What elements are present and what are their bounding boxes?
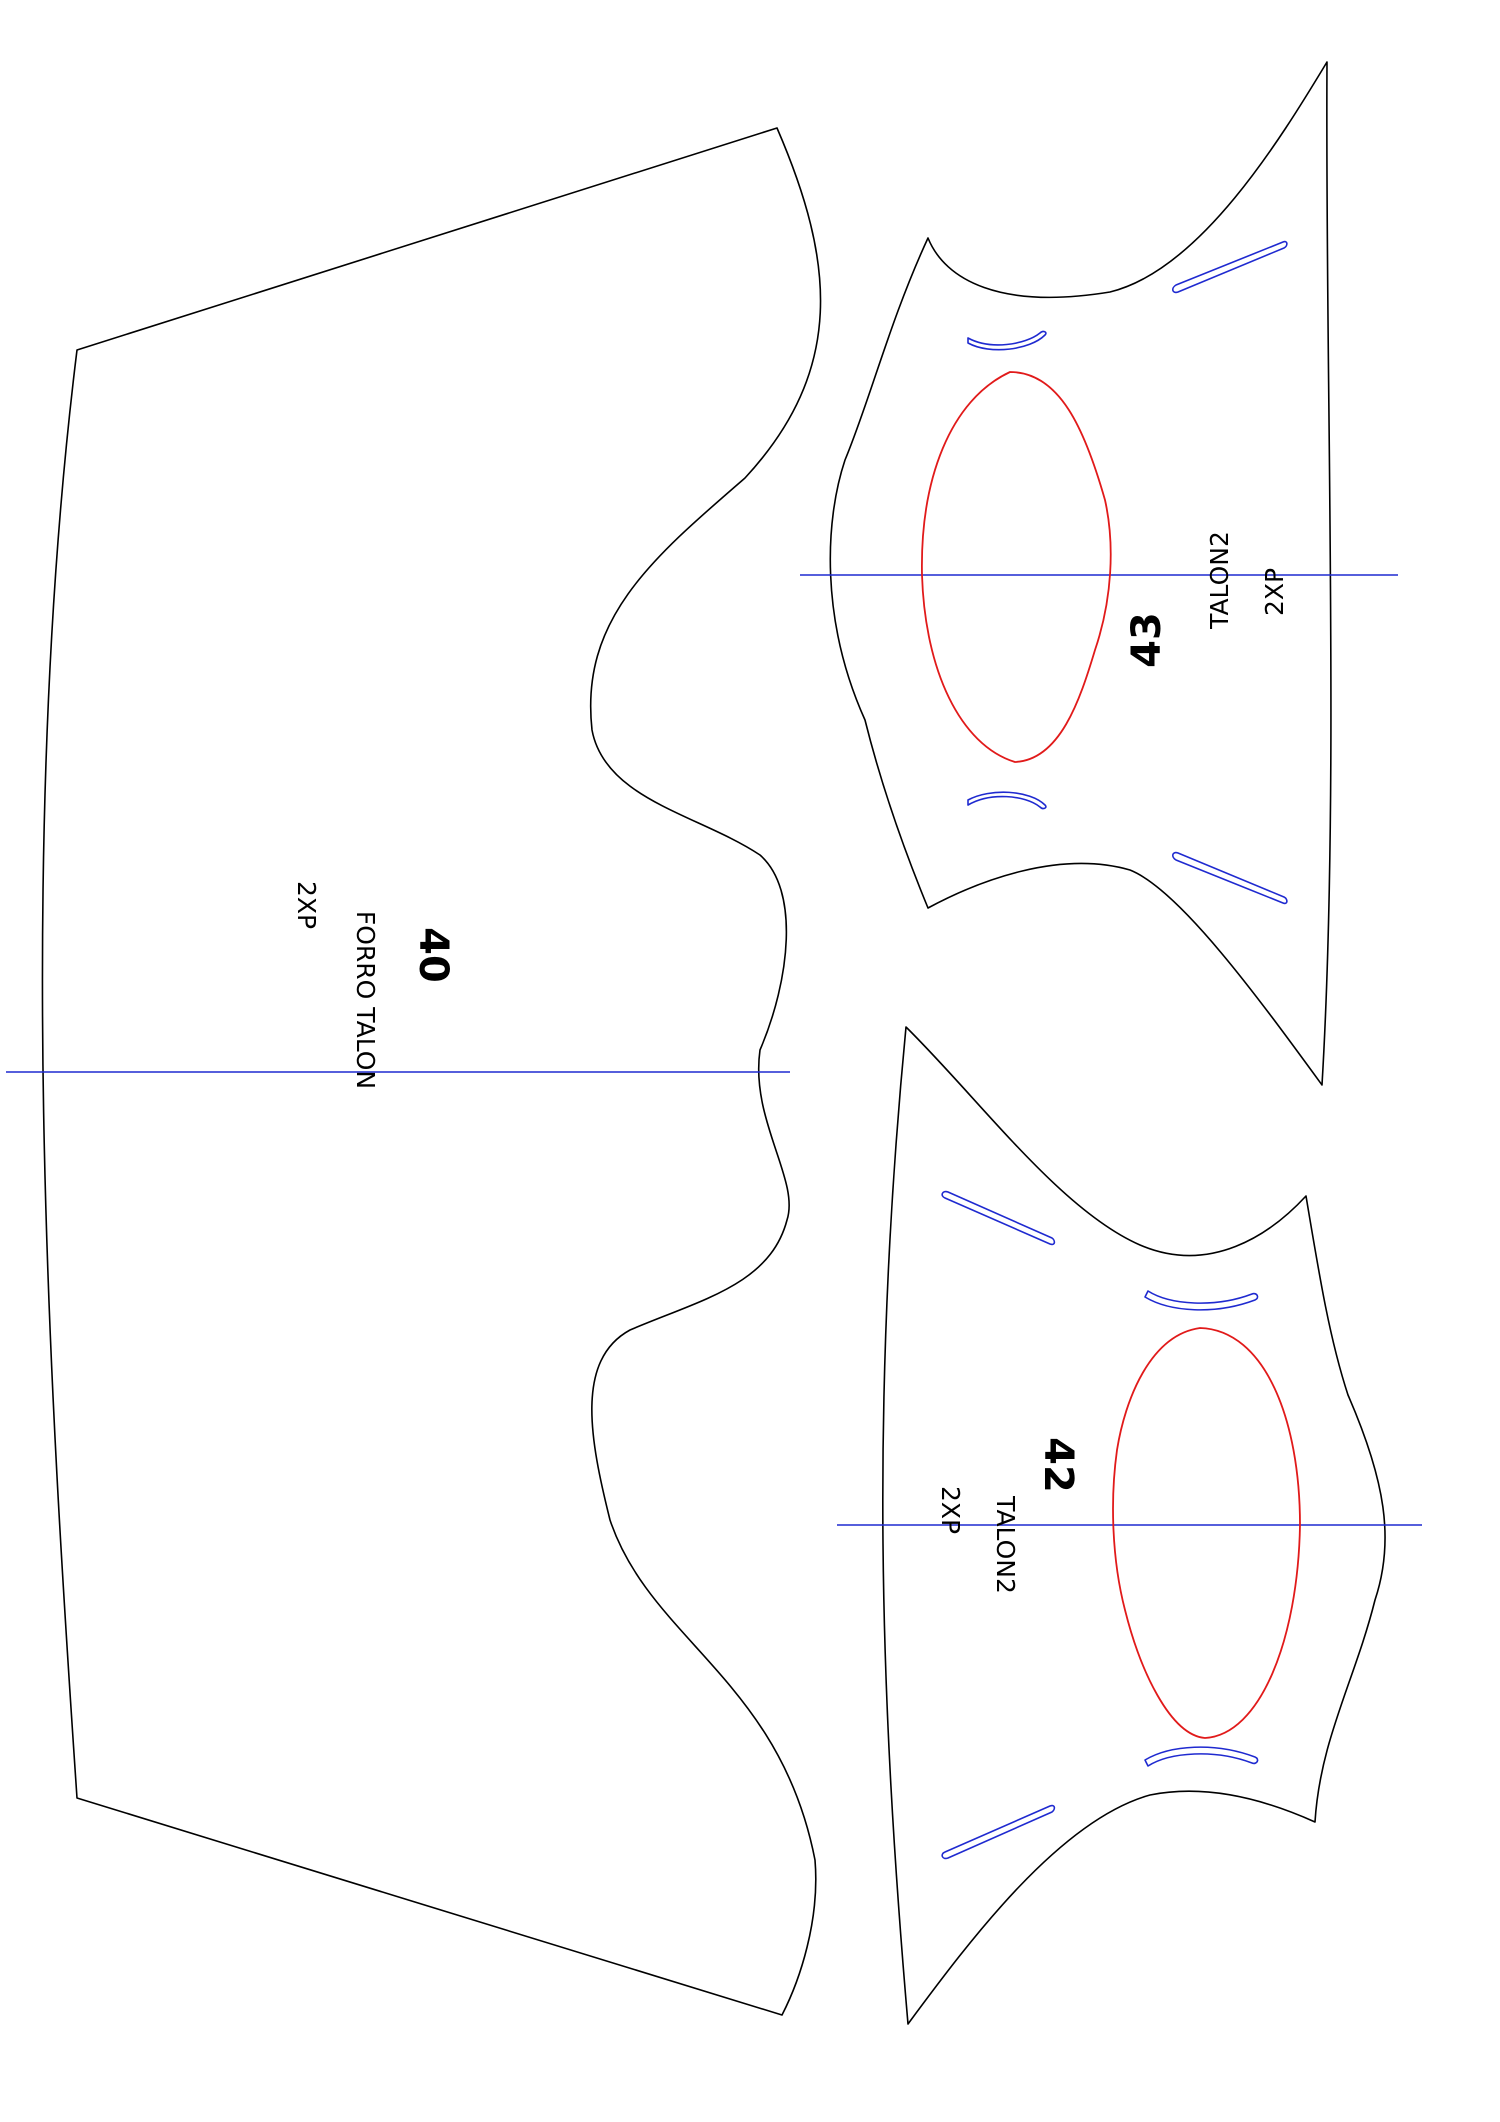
piece-43-slot-4: [1172, 851, 1288, 905]
piece-43-slot-1: [967, 330, 1047, 351]
piece-40-number: 40: [410, 927, 456, 983]
piece-40-name: FORRO TALON: [351, 911, 380, 1089]
piece-43-name: TALON2: [1205, 531, 1234, 630]
piece-43-cutout: [921, 371, 1112, 763]
piece-43-outline: [829, 61, 1332, 1086]
svg-text:40: 40: [410, 927, 456, 983]
piece-43-slot-3: [967, 791, 1047, 810]
piece-42-cutout: [1112, 1327, 1301, 1739]
piece-42-slot-2: [1144, 1290, 1259, 1311]
svg-text:43: 43: [1124, 612, 1170, 668]
piece-43: 43 TALON2 2XP: [800, 61, 1398, 1086]
piece-40-qty: 2XP: [292, 881, 321, 929]
piece-43-number: 43: [1124, 612, 1170, 668]
piece-42-number: 42: [1035, 1437, 1081, 1493]
piece-42-qty: 2XP: [936, 1486, 965, 1534]
piece-42-outline: [882, 1026, 1386, 2025]
svg-text:42: 42: [1035, 1437, 1081, 1493]
piece-42-slot-1: [941, 1190, 1056, 1246]
piece-40-outline: [41, 127, 822, 2016]
piece-43-slot-2: [1172, 240, 1288, 294]
svg-text:2XP: 2XP: [1260, 568, 1289, 616]
piece-40: 40 FORRO TALON 2XP: [6, 127, 822, 2016]
svg-text:TALON2: TALON2: [991, 1495, 1020, 1594]
svg-text:2XP: 2XP: [292, 881, 321, 929]
svg-text:TALON2: TALON2: [1205, 531, 1234, 630]
piece-43-qty: 2XP: [1260, 568, 1289, 616]
piece-42: 42 TALON2 2XP: [837, 1026, 1422, 2025]
piece-42-slot-3: [1144, 1746, 1259, 1767]
piece-42-name: TALON2: [991, 1495, 1020, 1594]
svg-text:FORRO TALON: FORRO TALON: [351, 911, 380, 1089]
svg-text:2XP: 2XP: [936, 1486, 965, 1534]
piece-42-slot-4: [941, 1804, 1056, 1860]
